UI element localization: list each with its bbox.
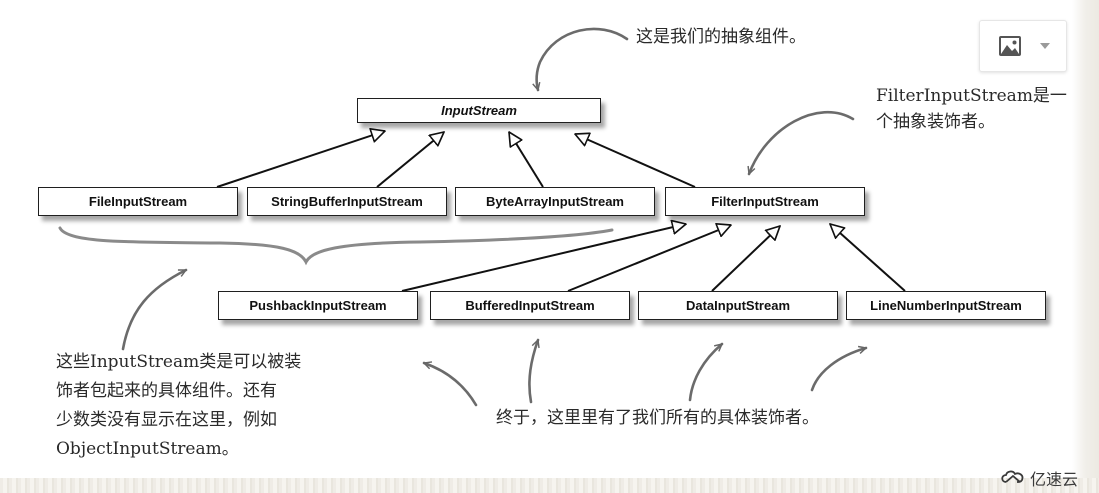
class-linenumberinputstream: LineNumberInputStream <box>846 291 1046 320</box>
class-label: FilterInputStream <box>711 194 819 209</box>
image-toolbar[interactable] <box>979 20 1067 72</box>
note-line: FilterInputStream是一 <box>876 86 1067 106</box>
note-concrete-decorators: 终于，这里里有了我们所有的具体装饰者。 <box>496 408 819 428</box>
class-label: DataInputStream <box>685 298 791 313</box>
arrow-data-to-filter <box>711 226 780 292</box>
class-datainputstream: DataInputStream <box>638 291 838 320</box>
note-arrow-decorator-3 <box>688 342 724 402</box>
note-arrow-decorator-1 <box>424 363 478 407</box>
class-label: InputStream <box>441 103 517 118</box>
paper-edge <box>0 478 1099 493</box>
note-arrow-abstract-decorator <box>749 110 855 174</box>
arrow-pushback-to-filter <box>401 224 686 292</box>
arrow-stringbuffer-to-inputstream <box>376 132 444 188</box>
class-label: BufferedInputStream <box>465 298 595 313</box>
class-label: LineNumberInputStream <box>870 298 1022 313</box>
arrow-linenumber-to-filter <box>830 224 906 292</box>
watermark-text: 亿速云 <box>1030 470 1079 489</box>
class-bufferedinputstream: BufferedInputStream <box>430 291 630 320</box>
note-line: 个抽象装饰者。 <box>876 112 995 132</box>
class-inputstream: InputStream <box>357 98 601 123</box>
arrow-filter-to-inputstream <box>575 134 696 188</box>
note-abstract-decorator: FilterInputStream是一 个抽象装饰者。 <box>876 83 1067 135</box>
arrow-buffered-to-filter <box>567 225 731 292</box>
note-concrete-components: 这些InputStream类是可以被装 饰者包起来的具体组件。还有 少数类没有显… <box>56 348 301 464</box>
note-line: 少数类没有显示在这里，例如 <box>56 410 277 430</box>
watermark: 亿速云 <box>1000 466 1078 490</box>
note-line: ObjectInputStream。 <box>56 439 239 459</box>
note-arrow-concrete-components <box>121 268 186 351</box>
note-arrow-abstract-component <box>537 27 629 90</box>
class-fileinputstream: FileInputStream <box>38 187 238 216</box>
class-label: ByteArrayInputStream <box>486 194 624 209</box>
note-arrow-decorator-4 <box>810 348 866 392</box>
class-label: StringBufferInputStream <box>271 194 423 209</box>
class-label: FileInputStream <box>88 194 188 209</box>
class-pushbackinputstream: PushbackInputStream <box>218 291 418 320</box>
note-line: 饰者包起来的具体组件。还有 <box>56 381 277 401</box>
arrow-file-to-inputstream <box>216 131 385 188</box>
class-bytearrayinputstream: ByteArrayInputStream <box>455 187 655 216</box>
concrete-components-brace <box>58 226 614 266</box>
image-icon[interactable] <box>998 35 1022 57</box>
note-abstract-component: 这是我们的抽象组件。 <box>636 27 806 47</box>
note-line: 这些InputStream类是可以被装 <box>56 352 302 372</box>
yisu-cloud-logo-icon <box>1001 470 1024 483</box>
arrow-bytearray-to-inputstream <box>509 132 544 188</box>
note-arrow-decorator-2 <box>528 340 538 404</box>
class-filterinputstream: FilterInputStream <box>665 187 865 216</box>
class-stringbufferinputstream: StringBufferInputStream <box>247 187 447 216</box>
class-label: PushbackInputStream <box>249 298 387 313</box>
caret-down-icon[interactable] <box>1040 43 1050 49</box>
